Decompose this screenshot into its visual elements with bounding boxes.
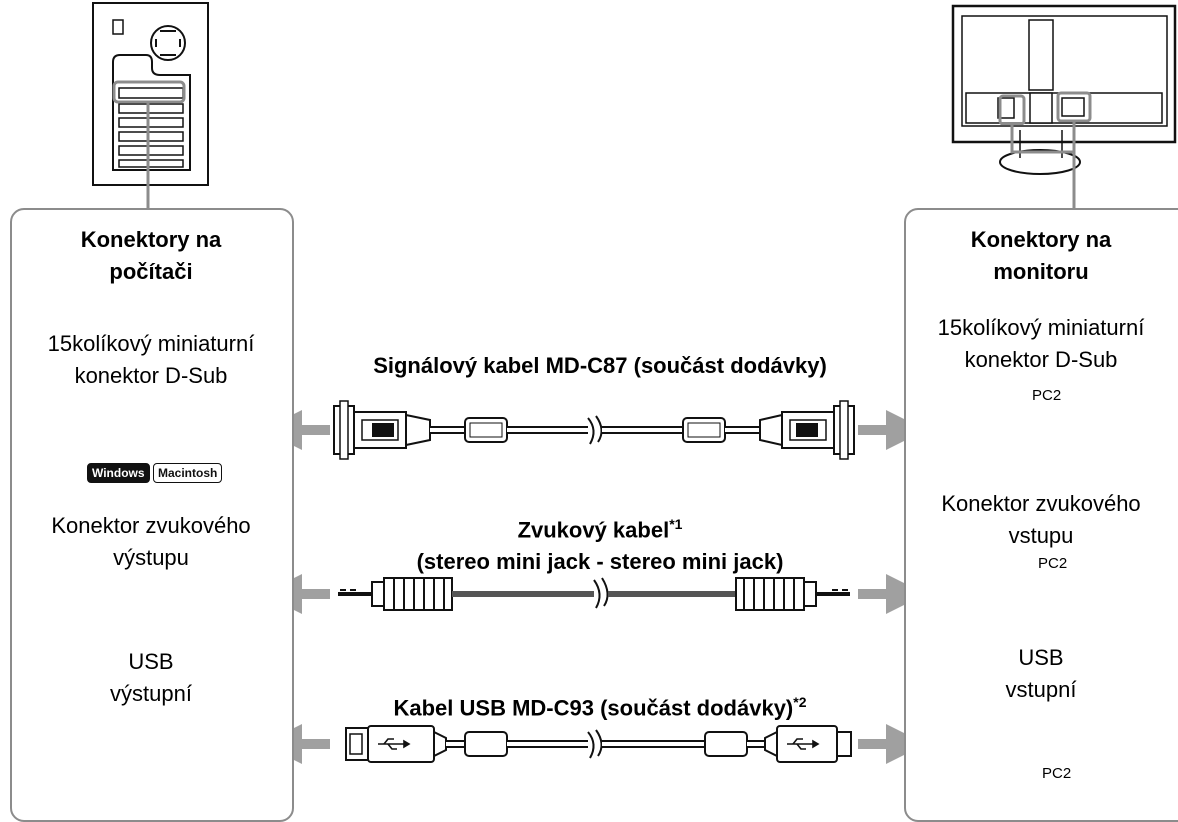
monitor-audio-label-line1: Konektor zvukového — [941, 491, 1141, 516]
pc-usb-label-line1: USB — [128, 649, 174, 674]
fan-icon — [150, 25, 186, 61]
pc-connectors-panel — [10, 208, 294, 822]
monitor-dsub-label-line1: 15kolíkový miniaturní — [937, 315, 1145, 340]
monitor-dsub-label-line2: konektor D-Sub — [964, 347, 1118, 372]
monitor-panel-title-line1: Konektory na — [970, 227, 1112, 252]
pc-dsub-label-line1: 15kolíkový miniaturní — [47, 331, 255, 356]
monitor-connectors-panel — [904, 208, 1178, 822]
pc-audio-label-line2: výstupu — [113, 545, 189, 570]
audio-cable-illustration — [262, 574, 926, 614]
pc-dsub-label-line2: konektor D-Sub — [74, 363, 228, 388]
pc-usb-label: USB výstupní — [12, 646, 290, 710]
monitor-illustration — [951, 4, 1177, 210]
pc-dsub-label: 15kolíkový miniaturní konektor D-Sub — [12, 328, 290, 392]
windows-badge: Windows — [87, 463, 150, 483]
pc-tower-illustration — [92, 2, 209, 210]
signal-cable-illustration — [262, 400, 926, 460]
audio-cable-title-line2: (stereo mini jack - stereo mini jack) — [416, 549, 784, 575]
monitor-usb-port-label: PC2 — [1042, 765, 1072, 782]
usb-cable-title-text: Kabel USB MD-C93 (součást dodávky) — [393, 695, 794, 721]
pc-panel-title-line1: Konektory na — [80, 227, 222, 252]
monitor-usb-label-line2: vstupní — [1005, 677, 1077, 702]
monitor-audio-port-label: PC2 — [1038, 555, 1068, 572]
monitor-dsub-port-label: PC2 — [1032, 387, 1062, 404]
audio-cable-footnote: *1 — [669, 516, 683, 532]
monitor-usb-label: USB vstupní — [906, 642, 1176, 706]
signal-cable-title: Signálový kabel MD-C87 (součást dodávky) — [373, 353, 827, 378]
audio-cable-title-line1: Zvukový kabel — [517, 517, 670, 543]
pc-audio-label: Konektor zvukového výstupu — [12, 510, 290, 574]
monitor-panel-title-line2: monitoru — [993, 259, 1089, 284]
monitor-usb-label-line1: USB — [1018, 645, 1064, 670]
monitor-audio-label-line2: vstupu — [1008, 523, 1074, 548]
pc-audio-label-line1: Konektor zvukového — [51, 513, 251, 538]
pc-panel-title: Konektory na počítači — [12, 224, 290, 288]
pc-panel-title-line2: počítači — [109, 259, 193, 284]
monitor-panel-title: Konektory na monitoru — [906, 224, 1176, 288]
macintosh-badge: Macintosh — [153, 463, 223, 483]
monitor-dsub-label: 15kolíkový miniaturní konektor D-Sub — [906, 312, 1176, 376]
monitor-audio-label: Konektor zvukového vstupu — [906, 488, 1176, 552]
usb-cable-footnote: *2 — [793, 694, 807, 710]
audio-cable-title: Zvukový kabel*1 (stereo mini jack - ster… — [300, 508, 900, 578]
usb-cable-title: Kabel USB MD-C93 (součást dodávky)*2 — [300, 686, 900, 724]
pc-usb-label-line2: výstupní — [110, 681, 192, 706]
usb-cable-illustration — [262, 724, 926, 764]
